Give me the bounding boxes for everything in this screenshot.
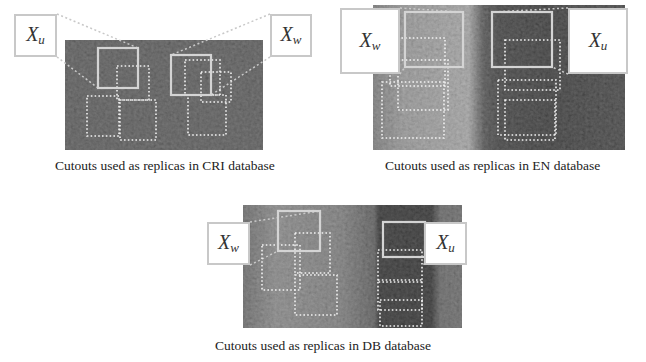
panel-caption: Cutouts used as replicas in CRI database — [55, 158, 275, 174]
variable-label: Xw — [218, 231, 239, 256]
variable-label: Xu — [26, 23, 45, 48]
panel-caption: Cutouts used as replicas in EN database — [385, 158, 600, 174]
callout-box: Xw — [340, 8, 400, 74]
panel-caption: Cutouts used as replicas in DB database — [215, 338, 431, 354]
callout-box: Xu — [568, 8, 628, 74]
variable-label: Xw — [360, 29, 381, 54]
variable-label: Xu — [589, 29, 608, 54]
callout-box: Xu — [14, 14, 57, 57]
callout-box: Xu — [424, 222, 467, 265]
variable-label: Xu — [436, 231, 455, 256]
variable-label: Xw — [281, 23, 302, 48]
callout-box: Xw — [270, 14, 312, 57]
callout-box: Xw — [207, 222, 250, 265]
